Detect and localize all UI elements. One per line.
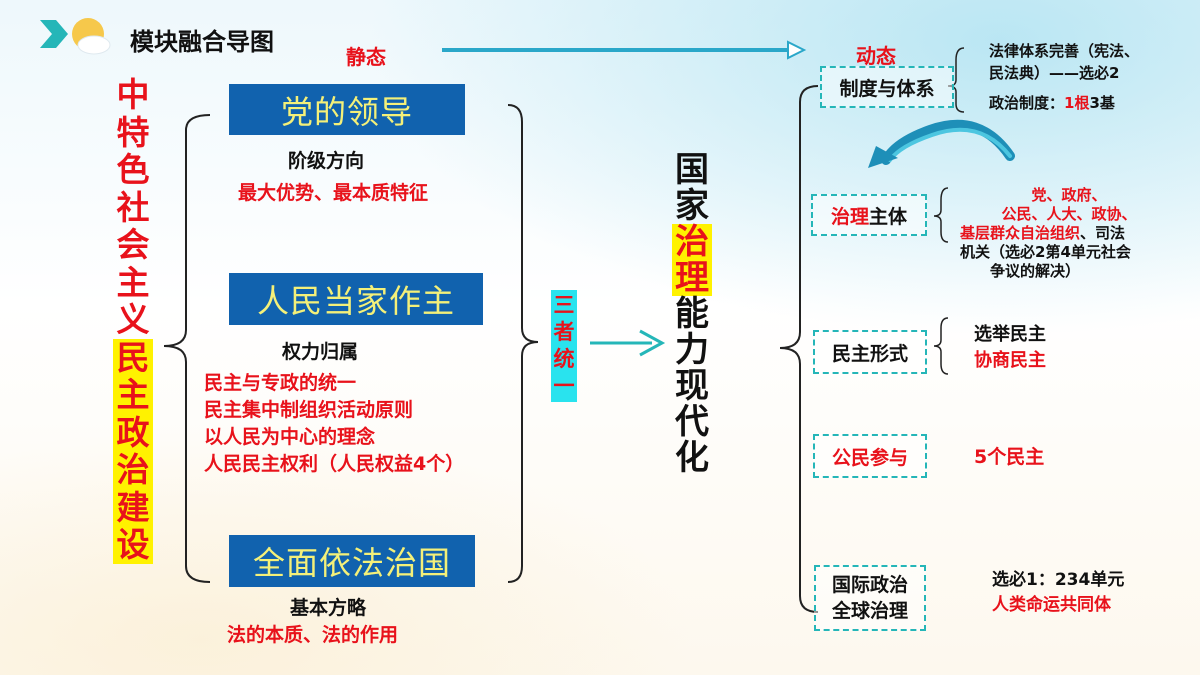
vchar: 政 (116, 412, 150, 452)
vchar: 特 (116, 112, 150, 152)
note-subject: 党、政府、 公民、人大、政协、 基层群众自治组织、司法 机关（选必2第4单元社会… (960, 186, 1178, 281)
vchar: 化 (675, 438, 709, 478)
detail-line: 民主集中制组织活动原则 (204, 399, 414, 421)
vchar: 色 (116, 150, 150, 189)
vchar: 会 (116, 225, 150, 264)
note-line: 民法典）——选必2 (989, 64, 1120, 82)
box-rule-of-law: 全面依法治国 (229, 535, 475, 587)
left-vertical-title: 中 特 色 社 会 主 义 民 主 政 治 建 设 (113, 76, 153, 564)
static-label: 静态 (346, 45, 386, 69)
note-black: 、司法 (1080, 224, 1126, 242)
vchar: 代 (675, 402, 709, 442)
detail-list-people: 民主与专政的统一 民主集中制组织活动原则 以人民为中心的理念 人民民主权利（人民… (204, 370, 464, 478)
dynamic-label: 动态 (856, 44, 896, 68)
highlight-block: 民 主 政 治 建 设 (113, 337, 153, 564)
note-line: 党、政府、 (1031, 186, 1107, 204)
detail-line: 民主与专政的统一 (204, 372, 357, 394)
note-line: 政治制度：1根3基 (989, 92, 1139, 114)
box-global-governance: 国际政治 全球治理 (814, 565, 926, 631)
logo-icon (38, 12, 112, 56)
note-line: 争议的解决） (990, 262, 1081, 280)
note-black: 政治制度： (989, 94, 1065, 112)
detail-line: 人民民主权利（人民权益4个） (204, 453, 465, 475)
page-title: 模块融合导图 (130, 28, 274, 56)
note-participation: 5个民主 (974, 446, 1045, 468)
vchar: 国 (675, 150, 709, 190)
note-global: 选必1：234单元 人类命运共同体 (992, 568, 1124, 618)
unity-box: 三 者 统 一 (551, 290, 577, 402)
vchar: 力 (675, 330, 709, 370)
center-vertical-title: 国 家 治 理 能 力 现 代 化 (672, 152, 712, 476)
vchar: 设 (116, 525, 150, 564)
vchar: 统 (553, 347, 575, 371)
vchar: 现 (675, 366, 709, 406)
note-line: 基层群众自治组织、司法 (960, 224, 1178, 243)
note-forms: 选举民主 协商民主 (974, 322, 1046, 374)
note-tail: 3基 (1089, 94, 1115, 112)
note-line: 协商民主 (974, 350, 1046, 371)
box-governance-subject: 治理主体 (811, 194, 927, 236)
sub-class-direction: 阶级方向 (288, 150, 365, 172)
vchar: 治 (675, 222, 709, 262)
box-democracy-forms: 民主形式 (813, 330, 927, 374)
vchar: 主 (116, 375, 150, 414)
box-party-leadership: 党的领导 (229, 84, 465, 135)
vchar: 建 (116, 487, 150, 527)
vchar: 中 (116, 75, 150, 114)
note-red: 1根 (1064, 94, 1090, 112)
note-line: 公民、人大、政协、 (1001, 205, 1137, 223)
note-red: 基层群众自治组织 (960, 224, 1081, 242)
vchar: 义 (116, 300, 150, 339)
vchar: 治 (116, 450, 150, 489)
box-people-masters: 人民当家作主 (229, 273, 483, 325)
vchar: 民 (116, 337, 150, 377)
sub-power-belongs: 权力归属 (282, 341, 359, 363)
detail-advantage: 最大优势、最本质特征 (238, 182, 429, 204)
note-line: 选必1：234单元 (992, 570, 1125, 590)
vchar: 一 (553, 374, 575, 398)
vchar: 家 (675, 186, 709, 226)
box-system: 制度与体系 (820, 66, 954, 108)
vchar: 能 (675, 294, 709, 334)
note-line: 机关（选必2第4单元社会 (960, 243, 1131, 261)
vchar: 主 (116, 262, 150, 302)
vchar: 者 (553, 320, 575, 344)
subject-black: 主体 (869, 205, 908, 228)
detail-law-nature: 法的本质、法的作用 (227, 624, 399, 646)
vchar: 三 (553, 293, 575, 317)
note-system: 法律体系完善（宪法、 民法典）——选必2 政治制度：1根3基 (989, 40, 1139, 114)
vchar: 理 (675, 258, 709, 298)
detail-line: 以人民为中心的理念 (204, 426, 376, 448)
vchar: 社 (116, 187, 150, 227)
sub-basic-strategy: 基本方略 (290, 597, 367, 619)
global-line1: 国际政治 (831, 574, 908, 596)
box-citizen-participation: 公民参与 (813, 434, 927, 478)
subject-red: 治理 (830, 205, 869, 228)
highlight-block: 治 理 (672, 224, 712, 296)
note-line: 选举民主 (974, 324, 1046, 345)
note-line: 人类命运共同体 (992, 595, 1111, 615)
note-line: 法律体系完善（宪法、 (989, 42, 1140, 60)
global-line2: 全球治理 (831, 600, 908, 622)
